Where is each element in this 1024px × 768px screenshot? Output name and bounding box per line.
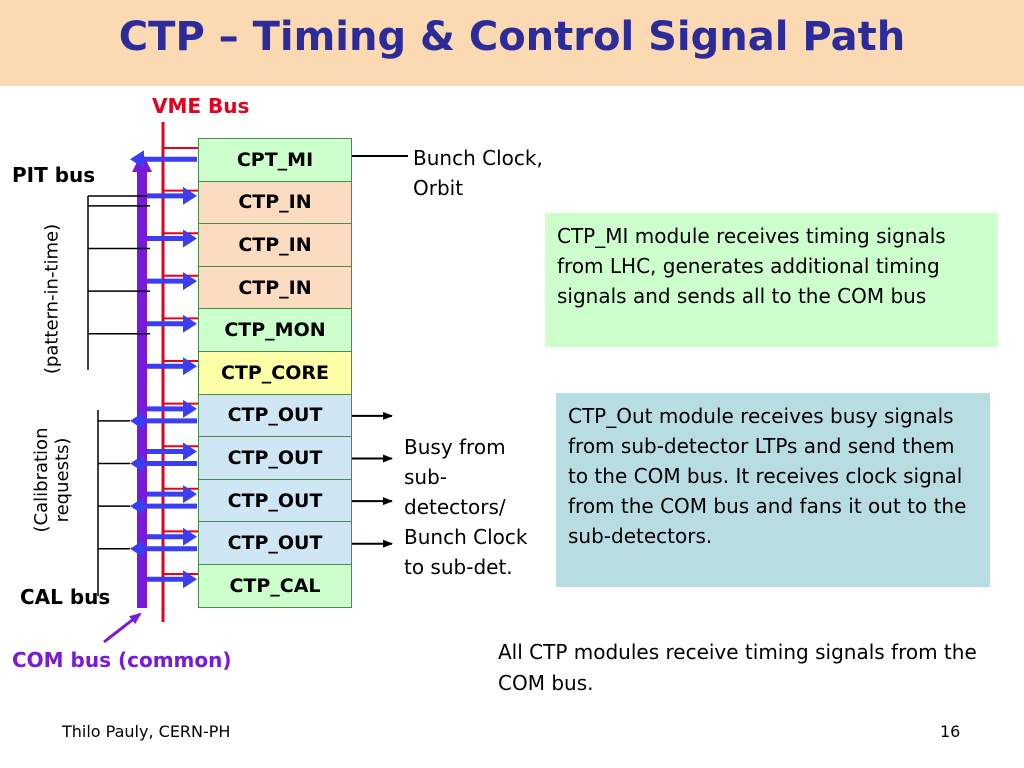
busy-line-4: Bunch Clock (404, 525, 528, 549)
module-to-com-arrow-head (130, 411, 144, 430)
com-to-module-arrow-head (183, 399, 197, 418)
com-to-module-arrow-head (183, 442, 197, 461)
module-to-com-arrow-head (130, 454, 144, 473)
mi-to-com-arrow-head (130, 150, 144, 169)
module-ctp-core: CTP_CORE (198, 351, 352, 395)
slide-title: CTP – Timing & Control Signal Path (118, 14, 906, 60)
module-ctp-in: CTP_IN (198, 265, 352, 310)
module-ctp-out: CTP_OUT (198, 393, 352, 438)
com-bus-line (137, 162, 147, 608)
pit-note-label: (pattern-in-time) (41, 223, 63, 375)
pit-bus-label: PIT bus (12, 163, 96, 187)
com-to-module-arrow-head (183, 272, 197, 291)
bottom-note: All CTP modules receive timing signals f… (498, 640, 977, 695)
module-ctp-mon: CTP_MON (198, 308, 352, 352)
com-to-module-arrow-head (183, 229, 197, 248)
module-cpt-mi: CPT_MI (198, 138, 352, 182)
module-ctp-out: CTP_OUT (198, 521, 352, 565)
ctp-out-description-box: CTP_Out module receives busy signals fro… (556, 393, 990, 587)
busy-line-5: to sub-det. (404, 555, 513, 579)
bunch-clock-line-2: Orbit (413, 176, 464, 200)
bunch-clock-line-1: Bunch Clock, (413, 146, 543, 170)
com-to-module-arrow-head (183, 186, 197, 205)
module-ctp-in: CTP_IN (198, 223, 352, 267)
busy-label: Busy from sub- detectors/ Bunch Clock to… (404, 432, 527, 582)
com-to-module-arrow-head (183, 527, 197, 546)
busy-line-2: sub- (404, 465, 448, 489)
module-ctp-in: CTP_IN (198, 180, 352, 225)
busy-line-1: Busy from (404, 435, 506, 459)
module-to-com-arrow-head (130, 539, 144, 558)
module-ctp-out: CTP_OUT (198, 436, 352, 480)
module-to-com-arrow-head (130, 497, 144, 516)
module-arrows (88, 150, 197, 589)
calibration-note-line-2: requests) (52, 437, 73, 523)
com-bus-pointer-arrow (103, 612, 142, 644)
busy-line-3: detectors/ (404, 495, 506, 519)
page-number: 16 (940, 722, 961, 741)
com-to-module-arrow-head (183, 314, 197, 333)
bus-lines (87, 122, 198, 622)
vme-bus-label: VME Bus (152, 94, 250, 118)
com-to-module-arrow-head (183, 570, 197, 589)
ctp-mi-description-box: CTP_MI module receives timing signals fr… (545, 213, 998, 347)
module-ctp-cal: CTP_CAL (198, 564, 352, 608)
module-ctp-out: CTP_OUT (198, 478, 352, 523)
com-bus-label: COM bus (common) (12, 648, 232, 672)
title-bar (0, 0, 1024, 86)
cal-bus-label: CAL bus (20, 585, 111, 609)
com-to-module-arrow-head (183, 357, 197, 376)
bunch-clock-label: Bunch Clock, Orbit (413, 143, 543, 203)
com-to-module-arrow-head (183, 485, 197, 504)
footer-author: Thilo Pauly, CERN-PH (62, 722, 231, 741)
calibration-note-line-1: (Calibration (31, 427, 52, 533)
